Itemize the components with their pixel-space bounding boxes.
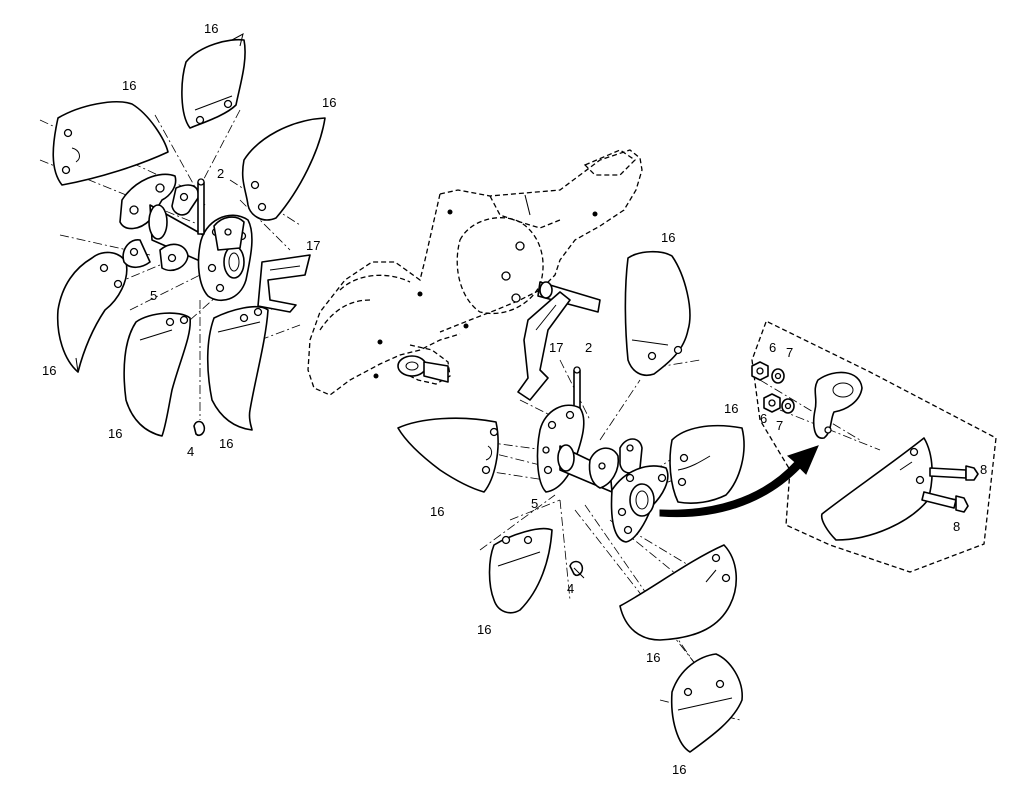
callout-8-lower: 8 [953, 519, 960, 534]
right-hub [536, 404, 669, 577]
callout-7-upper: 7 [786, 345, 793, 360]
bolt-8-upper [929, 465, 979, 481]
nut-6-upper [751, 361, 769, 381]
callout-16-g: 16 [661, 230, 675, 245]
callout-6-upper: 6 [769, 340, 776, 355]
callout-16-h: 16 [724, 401, 738, 416]
right-cotter-pin-4 [573, 567, 585, 579]
callout-16-f: 16 [219, 436, 233, 451]
right-tine-right-16 [669, 424, 745, 504]
left-tine-bottom-middle [123, 312, 191, 437]
callout-4-right: 4 [567, 581, 574, 596]
callout-8-upper: 8 [980, 462, 987, 477]
left-tine-upper-right [241, 117, 326, 221]
right-leader-lines [399, 359, 961, 721]
callout-7-lower: 7 [776, 418, 783, 433]
left-tine-lower-left [56, 251, 128, 373]
detail-inset [751, 321, 997, 573]
left-tine-upper-left [52, 101, 169, 186]
left-tine-bottom-right [206, 305, 269, 431]
callout-16-k: 16 [646, 650, 660, 665]
callout-16-b: 16 [122, 78, 136, 93]
callout-17-right: 17 [549, 340, 563, 355]
callout-5-right: 5 [531, 496, 538, 511]
nut-6-lower [763, 393, 781, 413]
bolt-8-lower [921, 491, 969, 513]
left-bracket-17 [257, 254, 311, 313]
callout-16-e: 16 [108, 426, 122, 441]
callout-2-left: 2 [217, 166, 224, 181]
callout-labels: 16 16 16 2 17 5 16 16 4 16 16 17 2 6 7 6… [42, 21, 987, 777]
callout-16-c: 16 [322, 95, 336, 110]
right-tine-lower-right-16 [619, 544, 738, 641]
callout-4-left: 4 [187, 444, 194, 459]
gear-housing-dashed [307, 149, 643, 396]
callout-16-l: 16 [672, 762, 686, 777]
right-tine-assembly [397, 250, 961, 753]
right-tine-bottom-16 [670, 653, 743, 753]
right-tine-upper-16 [624, 250, 691, 376]
right-bracket-17 [517, 291, 571, 401]
callout-16-i: 16 [430, 504, 444, 519]
right-tine-left-16 [397, 417, 499, 493]
callout-2-right: 2 [585, 340, 592, 355]
detail-arrow [659, 445, 819, 518]
callout-6-lower: 6 [760, 411, 767, 426]
callout-5-left: 5 [150, 288, 157, 303]
callout-16-d: 16 [42, 363, 56, 378]
washer-7-upper [771, 368, 785, 384]
washer-7-lower [781, 398, 795, 414]
callout-16-j: 16 [477, 622, 491, 637]
right-tine-lower-left-16 [488, 527, 553, 614]
left-hub [119, 173, 253, 437]
callout-16-a: 16 [204, 21, 218, 36]
left-tine-assembly [39, 33, 326, 437]
callout-17-left: 17 [306, 238, 320, 253]
left-tine-top [181, 33, 246, 129]
